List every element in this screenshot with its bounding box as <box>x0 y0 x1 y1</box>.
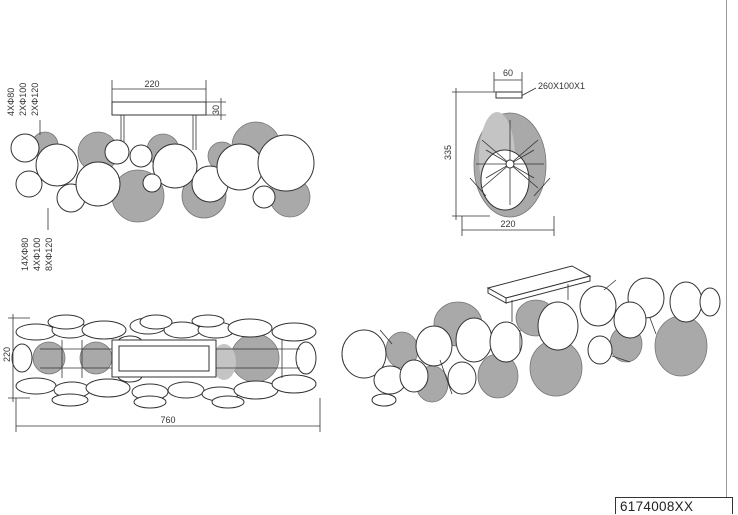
front-length-dimension: 760 <box>160 415 175 425</box>
top-canopy-width-dimension: 220 <box>144 79 159 89</box>
top-canopy-height-dimension: 30 <box>211 105 221 115</box>
product-code-box: 6174008XX <box>615 497 733 514</box>
side-canopy <box>495 91 523 99</box>
product-code: 6174008XX <box>620 499 694 514</box>
lower-disc-label-3: 8XΦ120 <box>44 238 54 271</box>
side-view: 60 260X100X1 335 220 <box>443 68 585 236</box>
lower-disc-label-2: 4XΦ100 <box>32 238 42 271</box>
top-view: 220 30 <box>6 79 315 271</box>
front-height-dimension: 220 <box>2 347 12 362</box>
front-view: 220 760 <box>2 314 321 432</box>
upper-disc-label-2: 2XΦ100 <box>18 83 28 116</box>
perspective-view <box>341 265 721 407</box>
side-canopy-width-dimension: 60 <box>503 68 513 78</box>
side-width-dimension: 220 <box>500 219 515 229</box>
sheet-border <box>726 0 727 514</box>
lower-disc-label-1: 14XΦ80 <box>20 238 30 271</box>
side-canopy-size-label: 260X100X1 <box>538 81 585 91</box>
upper-disc-label-1: 4XΦ80 <box>6 88 16 116</box>
top-canopy <box>111 101 207 116</box>
upper-disc-label-3: 2XΦ120 <box>30 83 40 116</box>
side-height-dimension: 335 <box>443 145 453 160</box>
